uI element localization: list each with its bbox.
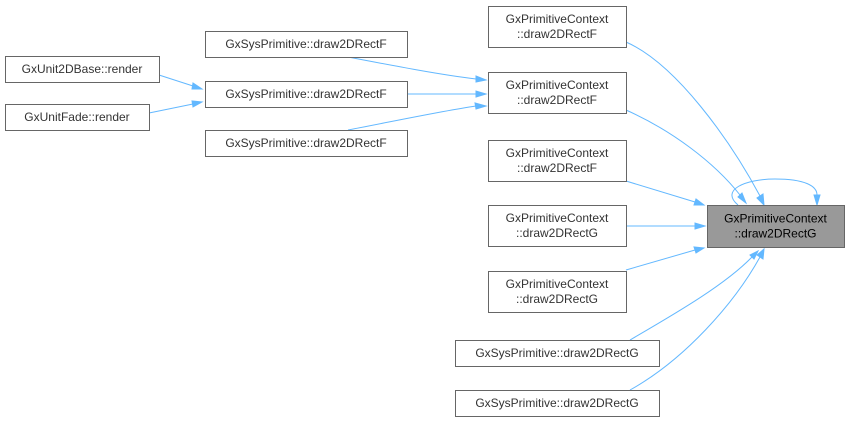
- arrowhead-icon: [756, 247, 765, 260]
- graph-node-n7[interactable]: GxPrimitiveContext::draw2DRectF: [488, 72, 627, 114]
- edge-line: [629, 256, 753, 341]
- graph-node-n4[interactable]: GxSysPrimitive::draw2DRectF: [205, 81, 408, 108]
- node-label: ::draw2DRectF: [517, 93, 597, 107]
- graph-nodes: GxUnit2DBase::renderGxUnitFade::renderGx…: [5, 6, 845, 417]
- arrowhead-icon: [475, 75, 488, 83]
- edge-line: [625, 109, 741, 196]
- graph-node-n2[interactable]: GxUnitFade::render: [5, 104, 150, 131]
- edge-n6-to-focus: [625, 41, 765, 207]
- edge-n2-to-n4: [148, 100, 204, 114]
- edge-line: [625, 249, 696, 271]
- node-label: ::draw2DRectG: [516, 226, 598, 240]
- graph-edges: [148, 41, 821, 391]
- node-box: [205, 130, 408, 157]
- node-label: GxPrimitiveContext: [506, 146, 609, 160]
- graph-node-n9[interactable]: GxPrimitiveContext::draw2DRectG: [488, 205, 627, 247]
- graph-node-n12[interactable]: GxSysPrimitive::draw2DRectG: [455, 390, 660, 417]
- arrowhead-icon: [693, 246, 706, 254]
- node-box: [488, 205, 627, 247]
- node-label: ::draw2DRectF: [517, 27, 597, 41]
- node-label: GxSysPrimitive::draw2DRectG: [475, 396, 638, 410]
- graph-node-n1[interactable]: GxUnit2DBase::render: [5, 56, 160, 83]
- edge-n12-to-focus: [629, 247, 765, 391]
- arrowhead-icon: [813, 194, 821, 207]
- arrowhead-icon: [694, 222, 707, 230]
- edge-n1-to-n4: [158, 74, 204, 90]
- node-label: GxSysPrimitive::draw2DRectF: [225, 87, 386, 101]
- graph-node-n5[interactable]: GxSysPrimitive::draw2DRectF: [205, 130, 408, 157]
- node-box: [5, 104, 150, 131]
- node-box: [488, 72, 627, 114]
- node-label: GxUnit2DBase::render: [22, 62, 143, 76]
- node-box: [205, 81, 408, 108]
- edge-n10-to-focus: [625, 246, 706, 271]
- arrowhead-icon: [191, 100, 204, 108]
- node-label: ::draw2DRectG: [516, 292, 598, 306]
- node-box: [707, 205, 845, 248]
- graph-node-n6[interactable]: GxPrimitiveContext::draw2DRectF: [488, 6, 627, 48]
- node-box: [455, 340, 660, 367]
- arrowhead-icon: [191, 82, 204, 90]
- arrowhead-icon: [474, 102, 488, 110]
- node-label: GxPrimitiveContext: [506, 211, 609, 225]
- node-label: GxSysPrimitive::draw2DRectF: [225, 37, 386, 51]
- node-box: [488, 6, 627, 48]
- node-label: GxPrimitiveContext: [506, 12, 609, 26]
- edge-focus-to-focus: [731, 178, 821, 207]
- node-label: GxSysPrimitive::draw2DRectG: [475, 346, 638, 360]
- graph-node-n10[interactable]: GxPrimitiveContext::draw2DRectG: [488, 271, 627, 313]
- edge-line: [347, 105, 477, 131]
- node-label: GxUnitFade::render: [24, 110, 129, 124]
- edge-line: [148, 103, 194, 114]
- node-box: [488, 271, 627, 313]
- graph-node-n3[interactable]: GxSysPrimitive::draw2DRectF: [205, 31, 408, 58]
- graph-node-n8[interactable]: GxPrimitiveContext::draw2DRectF: [488, 140, 627, 182]
- arrowhead-icon: [756, 193, 765, 207]
- node-label: ::draw2DRectG: [734, 227, 816, 241]
- edge-n8-to-focus: [625, 180, 706, 206]
- node-label: GxPrimitiveContext: [724, 212, 827, 226]
- edge-n4-to-n7: [407, 90, 488, 98]
- edge-line: [731, 178, 818, 206]
- node-box: [455, 390, 660, 417]
- edge-n11-to-focus: [629, 249, 760, 341]
- edge-line: [347, 56, 477, 80]
- arrowhead-icon: [749, 249, 760, 260]
- arrowhead-icon: [693, 198, 706, 206]
- node-label: ::draw2DRectF: [517, 161, 597, 175]
- node-label: GxPrimitiveContext: [506, 78, 609, 92]
- arrowhead-icon: [475, 90, 488, 98]
- edge-n9-to-focus: [626, 222, 707, 230]
- node-box: [488, 140, 627, 182]
- node-label: GxPrimitiveContext: [506, 277, 609, 291]
- edge-n3-to-n7: [347, 56, 488, 83]
- node-label: GxSysPrimitive::draw2DRectF: [225, 136, 386, 150]
- edge-n7-to-focus: [625, 109, 748, 205]
- edge-line: [158, 74, 194, 87]
- node-box: [5, 56, 160, 83]
- edge-line: [625, 180, 696, 203]
- focus-node: GxPrimitiveContext::draw2DRectG: [707, 205, 845, 248]
- graph-node-n11[interactable]: GxSysPrimitive::draw2DRectG: [455, 340, 660, 367]
- edge-line: [629, 256, 761, 391]
- edge-line: [625, 41, 761, 197]
- edge-n5-to-n7: [347, 102, 488, 131]
- arrowhead-icon: [737, 192, 748, 205]
- node-box: [205, 31, 408, 58]
